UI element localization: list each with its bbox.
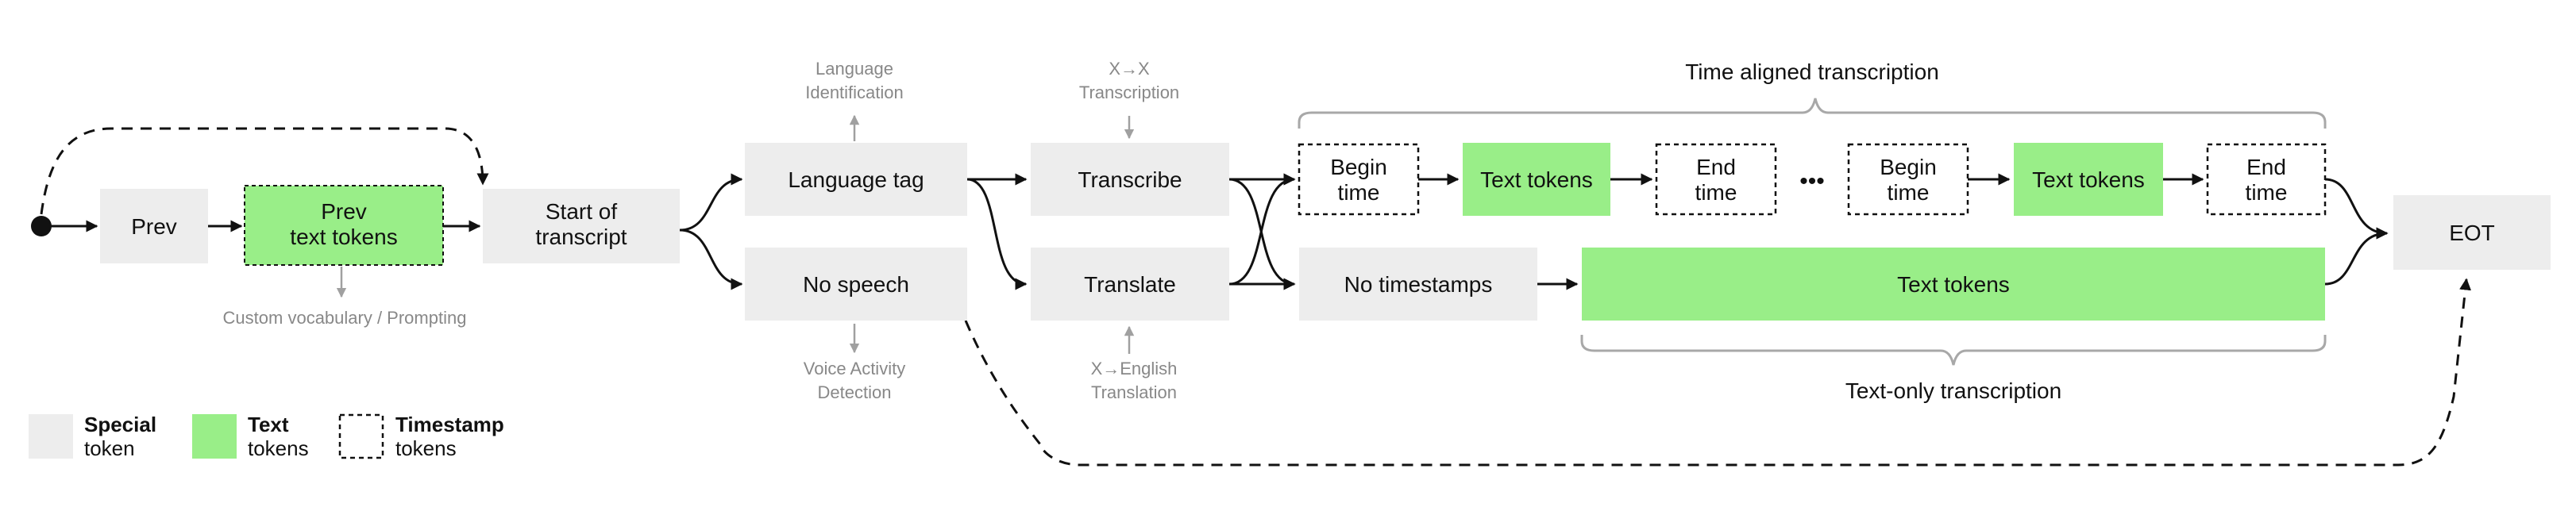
arrow-end2-eot [2324, 178, 2389, 240]
xx-note-1: X→X [1109, 59, 1150, 79]
end-time-1-label-2: time [1695, 180, 1737, 205]
xen-note-2: Translation [1091, 382, 1177, 402]
xx-note-2: Transcription [1079, 83, 1179, 102]
end-time-2-box [2206, 143, 2327, 216]
start-dot [31, 216, 52, 236]
prev-label: Prev [131, 214, 177, 239]
begin-time-2-label-1: Begin [1880, 155, 1937, 179]
arrow-start-nospeech [679, 229, 743, 290]
braces [1298, 98, 2327, 366]
legend-timestamp-norm: tokens [395, 436, 457, 460]
text-tokens-1-label: Text tokens [1480, 167, 1593, 192]
arrow-start-language [679, 173, 743, 232]
translate-box [1031, 248, 1229, 321]
legend-text-swatch [192, 414, 237, 459]
text-tokens-long-box [1582, 248, 2325, 321]
connectors [31, 127, 2472, 467]
language-id-note-2: Identification [805, 83, 904, 102]
legend-special-norm: token [84, 436, 135, 460]
start-label-2: transcript [535, 225, 627, 249]
arrow-nospeech-eot [964, 278, 2472, 467]
custom-vocab-note: Custom vocabulary / Prompting [223, 308, 467, 328]
text-only-brace [1580, 335, 2327, 366]
end-time-2-label-1: End [2246, 155, 2286, 179]
transcribe-box [1031, 143, 1229, 216]
no-speech-label: No speech [803, 272, 909, 297]
arrow-skip-prev [40, 127, 489, 215]
arrow-text-eot [2324, 227, 2389, 286]
prev-text-label-2: text tokens [290, 225, 397, 249]
annotations: Language Identification X→X Transcriptio… [223, 59, 1180, 402]
begin-time-1-box [1298, 143, 1420, 216]
end-time-2-label-2: time [2246, 180, 2288, 205]
prev-text-label-1: Prev [321, 199, 367, 224]
note-arrows [336, 114, 1135, 354]
legend-text-bold: Text [248, 413, 289, 436]
language-id-note-1: Language [816, 59, 893, 79]
end-time-1-label-1: End [1696, 155, 1736, 179]
vad-note-1: Voice Activity [804, 359, 905, 378]
prev-text-box [244, 185, 444, 266]
legend-special-bold: Special [84, 413, 156, 436]
ellipsis: ••• [1799, 168, 1825, 194]
begin-time-1-label-1: Begin [1330, 155, 1387, 179]
legend-text-norm: tokens [248, 436, 309, 460]
no-timestamps-box [1299, 248, 1537, 321]
no-speech-box [745, 248, 967, 321]
token-boxes: Prev Prev text tokens Start of transcrip… [100, 143, 2551, 321]
language-tag-label: Language tag [788, 167, 924, 192]
begin-time-2-label-2: time [1888, 180, 1930, 205]
begin-time-1-label-2: time [1338, 180, 1380, 205]
no-timestamps-label: No timestamps [1344, 272, 1493, 297]
start-of-transcript-box [483, 189, 680, 263]
legend-timestamp-swatch [338, 413, 384, 459]
xen-note-1: X→English [1091, 359, 1178, 378]
eot-label: EOT [2449, 221, 2495, 245]
text-tokens-2-label: Text tokens [2032, 167, 2145, 192]
time-aligned-label: Time aligned transcription [1685, 60, 1939, 84]
legend: Special token Text tokens Timestamp toke… [29, 413, 504, 460]
text-tokens-1-box [1463, 143, 1610, 216]
prev-box [100, 189, 208, 263]
start-label-1: Start of [546, 199, 617, 224]
arrow-language-translate [966, 178, 1028, 290]
language-tag-box [745, 143, 967, 216]
text-tokens-2-box [2014, 143, 2163, 216]
text-only-label: Text-only transcription [1845, 378, 2061, 403]
transcribe-label: Transcribe [1078, 167, 1182, 192]
legend-special-swatch [29, 414, 73, 459]
text-tokens-long-label: Text tokens [1897, 272, 2010, 297]
eot-box [2393, 195, 2551, 270]
arrow-translate-begin [1228, 173, 1296, 286]
translate-label: Translate [1084, 272, 1176, 297]
end-time-1-box [1655, 143, 1777, 216]
vad-note-2: Detection [818, 382, 892, 402]
time-aligned-brace [1298, 98, 2327, 129]
begin-time-2-box [1847, 143, 1969, 216]
legend-timestamp-bold: Timestamp [395, 413, 504, 436]
